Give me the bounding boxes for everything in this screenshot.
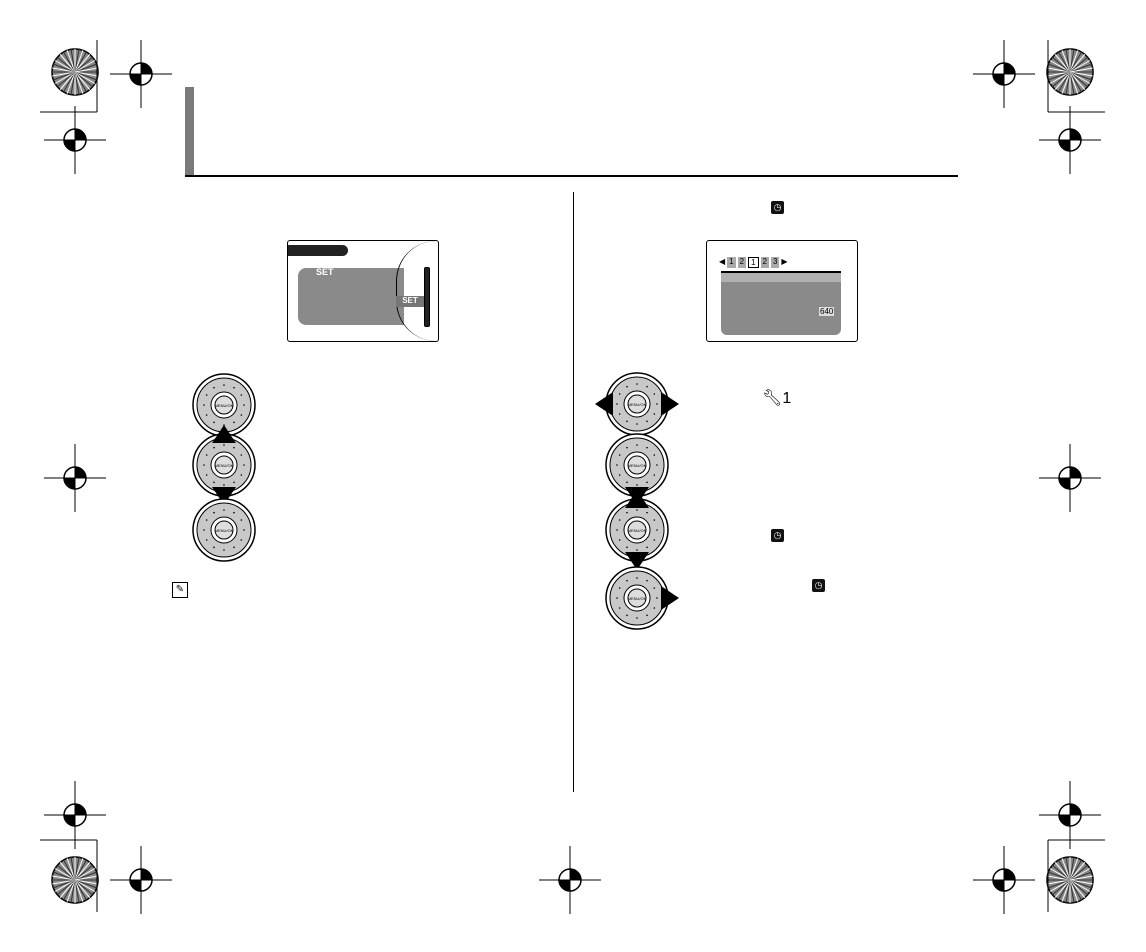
menu-ok-label: MENU/OK [215,528,234,533]
menu-ok-label: MENU/OK [628,528,647,533]
camera-screen-menu: SET SET [287,240,439,342]
dial-button[interactable]: MENU/OK [192,498,256,562]
registration-target [1039,106,1101,174]
menu-ok-label: MENU/OK [215,403,234,408]
menu-ok-label: MENU/OK [628,463,647,468]
arrow-up-icon [625,490,649,508]
color-rosette [1046,856,1094,904]
color-rosette [51,48,99,96]
dial-button[interactable]: MENU/OK [605,433,669,505]
clock-icon: ◷ [812,579,825,592]
wrench-icon: 🔧︎ [762,390,783,407]
color-rosette [51,856,99,904]
menu-item-set: SET [316,267,334,277]
arrow-left-icon [595,392,613,416]
registration-target [110,846,172,914]
registration-target [110,40,172,108]
dial-button[interactable]: MENU/OK [192,425,256,505]
dial-button[interactable]: MENU/OK [595,372,679,436]
registration-target [1039,781,1101,849]
scrollbar [424,267,430,327]
clock-icon: ◷ [771,201,784,214]
arrow-up-icon [212,425,236,443]
arrow-right-icon [661,586,679,610]
dial-button[interactable]: MENU/OK [605,566,679,630]
menu-ok-label: MENU/OK [628,596,647,601]
color-rosette [1046,48,1094,96]
menu-ok-label: MENU/OK [215,463,234,468]
registration-target [1039,444,1101,512]
wrench-1-label: 🔧︎1 [762,390,792,407]
clock-icon: ◷ [771,529,784,542]
memo-icon: ✎ [172,582,188,598]
header-accent-bar [185,87,194,175]
dial-button[interactable]: MENU/OK [605,490,669,570]
dial-button[interactable]: MENU/OK [192,373,256,437]
arrow-down-icon [625,552,649,570]
registration-target [973,40,1035,108]
menu-panel [298,268,404,325]
header-rule [185,175,958,177]
arrow-right-icon [661,392,679,416]
menu-ok-label: MENU/OK [628,402,647,407]
registration-target [44,444,106,512]
value-640: 640 [819,307,835,316]
tab-wrench-1[interactable]: 1 [748,257,759,268]
registration-target [44,106,106,174]
arrow-down-icon [212,487,236,505]
column-divider [573,192,575,792]
selected-set: SET [396,296,424,307]
registration-target [44,781,106,849]
registration-target [973,846,1035,914]
registration-target [539,846,601,914]
